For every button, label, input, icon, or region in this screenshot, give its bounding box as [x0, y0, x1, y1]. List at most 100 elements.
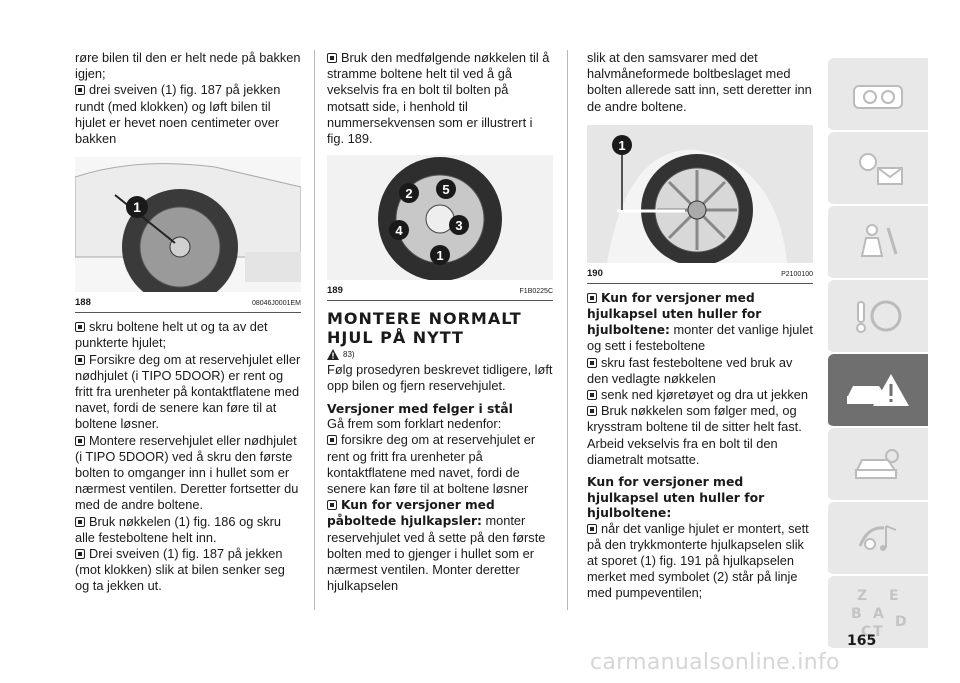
index-letter: E [889, 588, 899, 604]
callout-4 [389, 220, 409, 241]
text: Montere reservehjulet eller nødhjulet (i… [75, 432, 299, 513]
bullet-icon [75, 435, 85, 446]
bullet-paragraph: Forsikre deg om at reservehjulet eller n… [75, 352, 301, 433]
wheel-jack-illustration: 1 [74, 157, 302, 306]
callout-label: 5 [442, 182, 449, 197]
index-letters-icon: Z E B A C T D [851, 588, 907, 638]
figure-number: 190 [587, 267, 603, 279]
bullet-paragraph: Bruk nøkkelen (1) fig. 186 og skru alle … [75, 514, 301, 546]
warning-ref-text: 83) [343, 350, 355, 360]
figure-number: 189 [327, 285, 343, 297]
tab-dashboard[interactable] [828, 58, 928, 132]
watermark: carmanualsonline.info [590, 650, 840, 675]
callout-2 [399, 183, 419, 204]
column-divider [314, 50, 315, 610]
car-service-icon [854, 449, 899, 479]
figure-caption: 190 P2100100 [587, 268, 813, 284]
bullet-icon [75, 516, 85, 527]
text: skru fast festeboltene ved bruk av den v… [587, 354, 793, 386]
column-divider [567, 50, 568, 610]
subheading: Versjoner med felger i stål [327, 400, 513, 416]
index-letter: B [851, 606, 862, 622]
text: monter det vanlige hjulet og sett i fest… [587, 322, 813, 354]
callout-label: 1 [133, 199, 141, 215]
index-letter: T [873, 624, 883, 638]
bullet-icon [327, 500, 337, 511]
text: når det vanlige hjulet er montert, sett … [587, 520, 809, 601]
bullet-icon [75, 85, 85, 96]
bullet-icon [587, 390, 597, 401]
multimedia-icon [858, 525, 897, 551]
chapter-tabs: Z E B A C T D [828, 58, 928, 650]
tab-multimedia[interactable] [828, 502, 928, 576]
callout-label: 1 [618, 138, 625, 153]
paragraph: røre bilen til den er helt nede på bakke… [75, 50, 301, 82]
tab-starting[interactable] [828, 280, 928, 354]
lights-message-icon [859, 153, 903, 185]
callout-1 [126, 196, 148, 219]
wheel-bolt-sequence-illustration: 2 5 4 3 1 [327, 155, 553, 282]
bullet-icon [327, 53, 337, 63]
section-heading: MONTERE NORMALT HJUL PÅ NYTT [327, 309, 522, 348]
hubcap-wheel-illustration: 1 [587, 124, 813, 266]
tab-index[interactable]: Z E B A C T D [828, 576, 928, 650]
column-2: Bruk den medfølgende nøkkelen til å stra… [327, 50, 553, 594]
page-number: 165 [847, 633, 877, 649]
figure-189: 2 5 4 3 1 189 F1B0225C [327, 155, 553, 302]
text: forsikre deg om at reservehjulet er rent… [327, 432, 536, 496]
text: Bruk den medfølgende nøkkelen til å stra… [327, 50, 550, 147]
callout-label: 3 [455, 218, 462, 233]
bullet-icon [587, 523, 597, 534]
tab-maintenance[interactable] [828, 428, 928, 502]
bullet-icon [75, 322, 85, 333]
callout-label: 1 [436, 248, 443, 263]
text: Drei sveiven (1) fig. 187 på jekken (mot… [75, 546, 285, 594]
bullet-paragraph: Bruk nøkkelen som følger med, og krysstr… [587, 403, 813, 468]
bullet-paragraph: Bruk den medfølgende nøkkelen til å stra… [327, 50, 553, 147]
column-1: røre bilen til den er helt nede på bakke… [74, 50, 302, 595]
car-warning-icon [847, 374, 909, 406]
text: monter reservehjulet ved å sette på den … [327, 513, 546, 594]
figure-code: P2100100 [781, 270, 813, 278]
tab-emergency[interactable] [828, 354, 928, 428]
bullet-icon [75, 354, 85, 365]
callout-3 [449, 215, 469, 236]
bullet-icon [587, 406, 597, 417]
tab-lights[interactable] [828, 132, 928, 206]
bold-text: Kun for versjoner med påboltede hjulkaps… [327, 498, 495, 529]
figure-code: F1B0225C [519, 288, 553, 296]
callout-5 [436, 179, 456, 200]
bullet-paragraph: senk ned kjøretøyet og dra ut jekken [587, 387, 813, 403]
text: Bruk nøkkelen (1) fig. 186 og skru alle … [75, 513, 282, 545]
column-3: slik at den samsvarer med det halvmånefo… [587, 50, 813, 602]
index-letter: Z [857, 588, 867, 604]
bullet-icon [587, 357, 597, 368]
callout-1 [430, 245, 450, 266]
callout-label: 2 [405, 186, 412, 201]
callout-label: 4 [395, 223, 403, 238]
figure-number: 188 [75, 297, 91, 309]
bullet-paragraph: Kun for versjoner med påboltede hjulkaps… [327, 497, 553, 594]
car-dashboard-icon [853, 85, 903, 109]
text: drei sveiven (1) fig. 187 på jekken rund… [75, 82, 281, 147]
bullet-paragraph: drei sveiven (1) fig. 187 på jekken rund… [75, 82, 301, 147]
warning-triangle-icon [327, 349, 339, 361]
index-letter: C [861, 624, 871, 638]
index-letter: D [895, 614, 907, 630]
callout-1 [612, 134, 632, 155]
figure-caption: 188 08046J0001EM [75, 297, 301, 314]
text: Forsikre deg om at reservehjulet eller n… [75, 351, 301, 432]
bullet-paragraph: skru fast festeboltene ved bruk av den v… [587, 355, 813, 387]
airbag-seat-icon [860, 224, 898, 257]
bullet-paragraph: Drei sveiven (1) fig. 187 på jekken (mot… [75, 546, 301, 595]
paragraph: slik at den samsvarer med det halvmånefo… [587, 50, 812, 114]
text: senk ned kjøretøyet og dra ut jekken [601, 387, 808, 403]
bold-text: Kun for versjoner med hjulkapsel uten hu… [587, 290, 762, 338]
figure-188: 1 188 08046J0001EM [74, 157, 302, 314]
bullet-paragraph: skru boltene helt ut og ta av det punkte… [75, 319, 301, 351]
bullet-paragraph: Kun for versjoner med hjulkapsel uten hu… [587, 290, 813, 355]
paragraph: Gå frem som forklart nedenfor: [327, 416, 502, 432]
bullet-icon [75, 549, 85, 560]
tab-safety[interactable] [828, 206, 928, 280]
bullet-paragraph: Montere reservehjulet eller nødhjulet (i… [75, 433, 301, 514]
